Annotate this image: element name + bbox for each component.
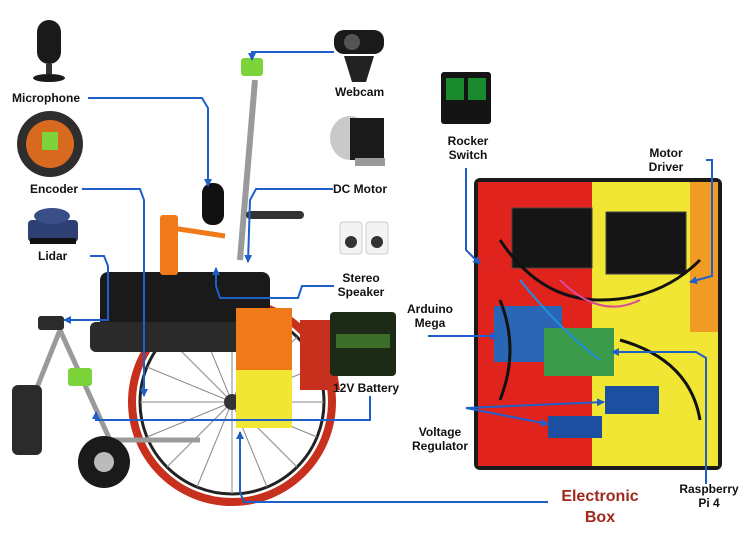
arduino-mega-label: Arduino Mega bbox=[400, 302, 460, 330]
motor-driver-label-line2: Driver bbox=[648, 160, 684, 174]
arduino-mega-label-line1: Arduino bbox=[407, 302, 453, 316]
stereo-speaker-icon bbox=[339, 221, 389, 255]
leader-arrows bbox=[63, 51, 713, 503]
dc-motor-icon bbox=[330, 116, 385, 166]
electronic-box bbox=[474, 178, 722, 470]
rocker-switch-label-line2: Switch bbox=[448, 148, 488, 162]
lidar-label: Lidar bbox=[38, 249, 68, 263]
stereo-speaker-label-line1: Stereo bbox=[342, 271, 380, 285]
motor-driver-label-line1: Motor bbox=[649, 146, 683, 160]
raspberry-pi-label: Raspberry Pi 4 bbox=[674, 482, 744, 510]
raspberry-pi-label-line2: Pi 4 bbox=[698, 496, 720, 510]
stereo-speaker-label: Stereo Speaker bbox=[335, 271, 387, 299]
lidar-icon bbox=[28, 208, 78, 244]
voltage-regulator-label-line2: Regulator bbox=[411, 439, 468, 453]
webcam-icon bbox=[334, 30, 384, 82]
voltage-regulator-label-line1: Voltage bbox=[418, 425, 462, 439]
microphone-icon bbox=[33, 20, 65, 82]
rocker-switch-label: Rocker Switch bbox=[444, 134, 492, 162]
rocker-switch-label-line1: Rocker bbox=[447, 134, 489, 148]
rocker-switch-icon bbox=[441, 72, 491, 124]
voltage-regulator-label: Voltage Regulator bbox=[408, 425, 472, 453]
electronic-box-label-line1: Electronic bbox=[561, 488, 639, 505]
wheelchair-illustration bbox=[12, 58, 340, 506]
webcam-label: Webcam bbox=[335, 85, 385, 99]
battery-label: 12V Battery bbox=[333, 381, 400, 395]
electronic-box-label: Electronic Box bbox=[552, 486, 648, 528]
dc-motor-label: DC Motor bbox=[333, 182, 387, 196]
motor-driver-label: Motor Driver bbox=[644, 146, 688, 174]
electronic-box-label-line2: Box bbox=[584, 509, 616, 526]
arduino-mega-label-line2: Mega bbox=[414, 316, 446, 330]
raspberry-pi-label-line1: Raspberry bbox=[679, 482, 739, 496]
microphone-label: Microphone bbox=[12, 91, 80, 105]
encoder-label: Encoder bbox=[30, 182, 79, 196]
encoder-icon bbox=[17, 111, 83, 177]
stereo-speaker-label-line2: Speaker bbox=[337, 285, 385, 299]
battery-icon bbox=[330, 312, 396, 376]
